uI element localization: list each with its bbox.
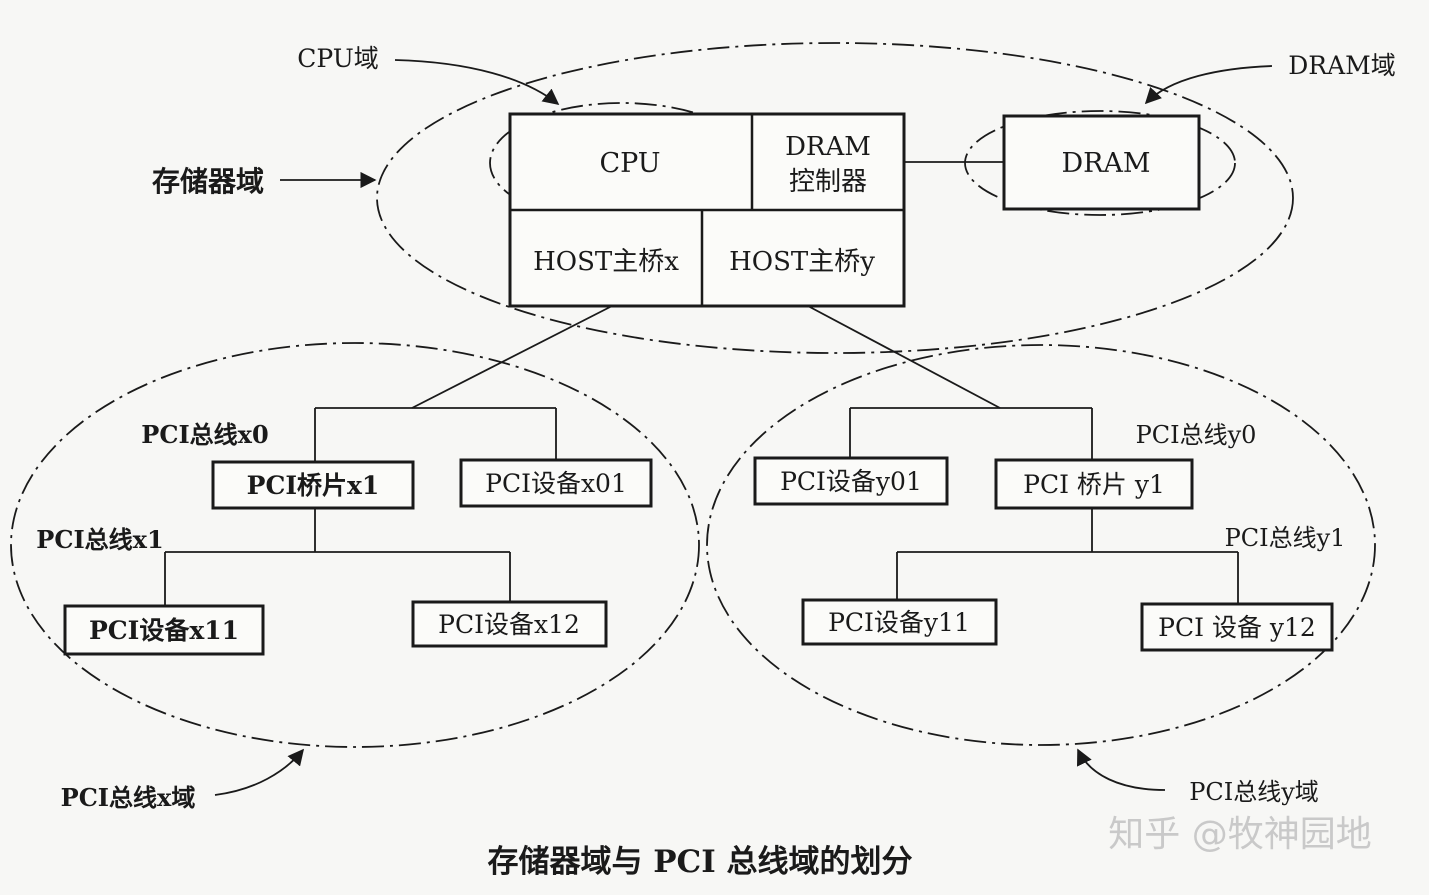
cpu-domain-label: CPU域 bbox=[297, 44, 379, 73]
device-x01-box bbox=[459, 458, 653, 508]
bus-y0-label: PCI总线y0 bbox=[1136, 421, 1257, 449]
host-bridge-y-label: HOST主桥y bbox=[729, 247, 875, 277]
pci-x-domain-ellipse bbox=[10, 342, 700, 748]
device-y01-box bbox=[753, 456, 949, 506]
device-y12-box bbox=[1140, 602, 1334, 652]
cpu-domain-arrow bbox=[394, 59, 560, 106]
device-x11-box bbox=[63, 604, 265, 656]
device-x01-label: PCI设备x01 bbox=[485, 469, 627, 498]
bus-y1-label: PCI总线y1 bbox=[1225, 524, 1346, 552]
storage-domain-label: 存储器域 bbox=[152, 165, 264, 198]
device-x11-label: PCI设备x11 bbox=[89, 616, 239, 645]
dram-domain-label: DRAM域 bbox=[1288, 51, 1396, 80]
device-y11-box bbox=[801, 598, 998, 646]
bus-x0-label: PCI总线x0 bbox=[141, 420, 268, 449]
watermark: 知乎 @牧神园地 bbox=[1108, 814, 1371, 855]
bridge-x1-box bbox=[211, 460, 415, 510]
dram-label: DRAM bbox=[1061, 148, 1150, 179]
bridge-x1-label: PCI桥片x1 bbox=[247, 471, 380, 500]
dram-controller-label-2: 控制器 bbox=[789, 167, 867, 197]
figure-caption: 存储器域与 PCI 总线域的划分 bbox=[487, 844, 912, 880]
bridge-y1-box bbox=[994, 458, 1194, 510]
pci-y-domain-arrow bbox=[1077, 748, 1166, 791]
pci-x-domain-label: PCI总线x域 bbox=[61, 783, 196, 812]
pci-y-domain-ellipse bbox=[706, 344, 1376, 746]
cpu-label: CPU bbox=[599, 148, 660, 179]
pci-y-domain-label: PCI总线y域 bbox=[1189, 778, 1319, 806]
device-y01-label: PCI设备y01 bbox=[780, 467, 922, 496]
pci-x-domain-arrow bbox=[214, 748, 305, 796]
dram-controller-label-1: DRAM bbox=[785, 132, 871, 162]
device-x12-label: PCI设备x12 bbox=[438, 610, 580, 639]
device-y11-label: PCI设备y11 bbox=[828, 608, 970, 637]
bus-x1-label: PCI总线x1 bbox=[36, 525, 163, 554]
bridge-y1-label: PCI 桥片 y1 bbox=[1023, 470, 1165, 499]
device-y12-label: PCI 设备 y12 bbox=[1158, 613, 1316, 642]
storage-domain-ellipse bbox=[376, 42, 1294, 354]
host-bridge-x-label: HOST主桥x bbox=[533, 247, 679, 277]
device-x12-box bbox=[411, 600, 608, 648]
dram-domain-ellipse bbox=[964, 110, 1236, 216]
dram-domain-arrow bbox=[1144, 65, 1273, 105]
